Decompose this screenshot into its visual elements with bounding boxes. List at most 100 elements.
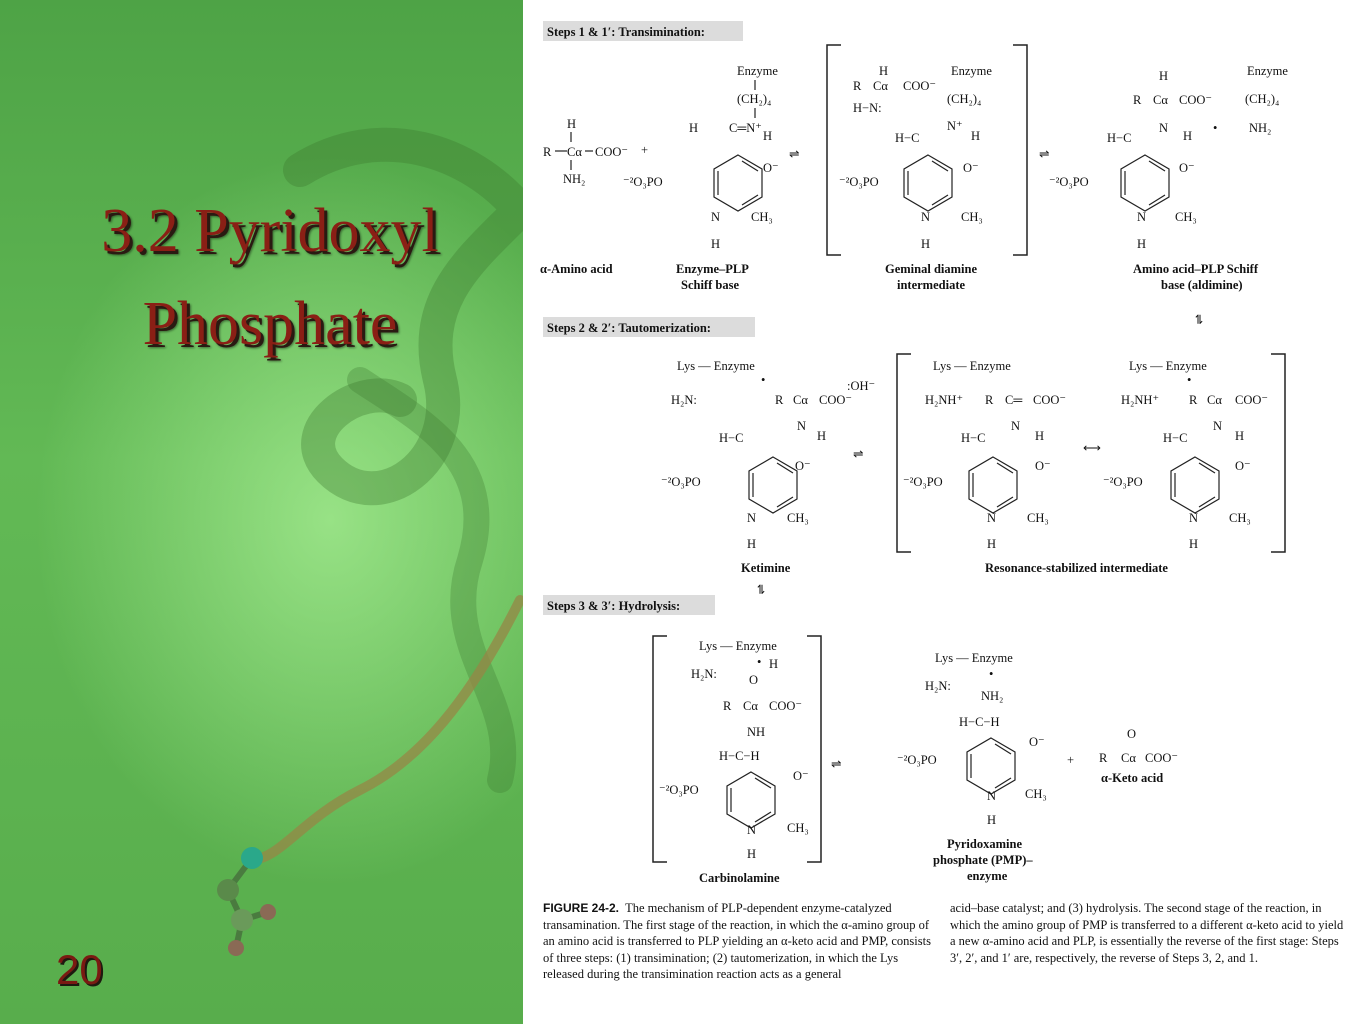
svg-text:C═N⁺: C═N⁺ xyxy=(729,121,762,135)
step-header-bg-2 xyxy=(543,317,755,337)
svg-text:N: N xyxy=(987,789,996,803)
svg-text:⁻²O₃PO: ⁻²O₃PO xyxy=(623,175,663,189)
ketimine-structure: Lys — Enzyme H₂N: • R Cα COO⁻ :OH⁻ N H−C… xyxy=(661,359,875,551)
svg-text:CH₃: CH₃ xyxy=(1025,787,1047,801)
label-ketimine: Ketimine xyxy=(741,561,791,575)
svg-text:H₂N:: H₂N: xyxy=(691,667,717,681)
svg-text:COO⁻: COO⁻ xyxy=(1033,393,1066,407)
svg-text:Cα: Cα xyxy=(743,699,758,713)
svg-text:O: O xyxy=(749,673,758,687)
svg-text:Cα: Cα xyxy=(1207,393,1222,407)
svg-text:(CH₂)₄: (CH₂)₄ xyxy=(737,92,771,106)
svg-text:⁻²O₃PO: ⁻²O₃PO xyxy=(903,475,943,489)
svg-text:H: H xyxy=(689,121,698,135)
equilibrium-arrow: ⇌ xyxy=(789,147,800,161)
transamination-mechanism-scheme: Steps 1 & 1′: Transimination: Steps 2 & … xyxy=(540,21,1288,885)
alpha-keto-acid-structure: O R Cα COO⁻ xyxy=(1099,727,1178,765)
svg-text:NH: NH xyxy=(747,725,765,739)
svg-text:N: N xyxy=(1011,419,1020,433)
svg-text:H: H xyxy=(971,129,980,143)
svg-text:COO⁻: COO⁻ xyxy=(903,79,936,93)
svg-text:Cα: Cα xyxy=(873,79,888,93)
step-header-3: Steps 3 & 3′: Hydrolysis: xyxy=(547,599,680,613)
svg-text:N: N xyxy=(921,210,930,224)
svg-text::OH⁻: :OH⁻ xyxy=(847,379,875,393)
svg-text:O⁻: O⁻ xyxy=(763,161,779,175)
bracket-left xyxy=(826,44,841,256)
carbinolamine-structure: Lys — Enzyme H₂N: • H O R Cα COO⁻ NH H−C… xyxy=(659,639,809,861)
svg-text:H: H xyxy=(769,657,778,671)
svg-text:R: R xyxy=(723,699,732,713)
step-header-bg-1 xyxy=(543,21,743,41)
svg-text:H: H xyxy=(711,237,720,251)
svg-text:CH₃: CH₃ xyxy=(1229,511,1251,525)
figure-panel: Steps 1 & 1′: Transimination: Steps 2 & … xyxy=(523,0,1365,1024)
svg-text:H−C: H−C xyxy=(961,431,985,445)
svg-text:COO⁻: COO⁻ xyxy=(595,145,628,159)
svg-text:COO⁻: COO⁻ xyxy=(819,393,852,407)
resonance-arrow: ⟷ xyxy=(1083,441,1101,455)
slide-number: 20 xyxy=(56,946,103,993)
svg-text:R: R xyxy=(775,393,784,407)
equilibrium-arrow: ⇌ xyxy=(831,757,842,771)
aldimine-structure: H R Cα COO⁻ N H−C H O⁻ ⁻²O₃PO N CH₃ H • … xyxy=(1049,64,1288,251)
svg-text:Cα: Cα xyxy=(1121,751,1136,765)
svg-text:H: H xyxy=(987,537,996,551)
svg-text:N: N xyxy=(1137,210,1146,224)
svg-text:Lys — Enzyme: Lys — Enzyme xyxy=(935,651,1013,665)
figure-label: FIGURE 24-2. xyxy=(543,901,620,915)
svg-text:H−C−H: H−C−H xyxy=(719,749,760,763)
svg-text:R: R xyxy=(543,145,552,159)
label-pmp-1: Pyridoxamine xyxy=(947,837,1022,851)
svg-text:N: N xyxy=(987,511,996,525)
bracket-left-2 xyxy=(896,353,911,553)
equilibrium-arrow-vertical: ⇌ xyxy=(1192,314,1206,325)
svg-text:•: • xyxy=(1213,121,1217,135)
label-carbinolamine: Carbinolamine xyxy=(699,871,780,885)
svg-text:H: H xyxy=(1035,429,1044,443)
svg-text:⁻²O₃PO: ⁻²O₃PO xyxy=(1103,475,1143,489)
svg-text:NH₂: NH₂ xyxy=(981,689,1003,703)
bracket-right xyxy=(1013,44,1028,256)
svg-text:•: • xyxy=(989,667,993,681)
svg-text:Cα: Cα xyxy=(567,145,582,159)
figure-caption-right: acid–base catalyst; and (3) hydrolysis. … xyxy=(950,900,1345,966)
svg-text:H: H xyxy=(1189,537,1198,551)
svg-text:Cα: Cα xyxy=(793,393,808,407)
svg-text:H: H xyxy=(763,129,772,143)
svg-text:N: N xyxy=(1159,121,1168,135)
equilibrium-arrow: ⇌ xyxy=(1039,147,1050,161)
svg-text:C═: C═ xyxy=(1005,393,1022,407)
svg-text:Enzyme: Enzyme xyxy=(737,64,778,78)
svg-text:COO⁻: COO⁻ xyxy=(1179,93,1212,107)
alpha-amino-acid-structure: H R Cα COO⁻ NH₂ xyxy=(543,117,628,186)
svg-text:H: H xyxy=(1137,237,1146,251)
svg-text:H−C: H−C xyxy=(1163,431,1187,445)
svg-text:Lys — Enzyme: Lys — Enzyme xyxy=(699,639,777,653)
svg-text:O⁻: O⁻ xyxy=(1029,735,1045,749)
svg-text:⁻²O₃PO: ⁻²O₃PO xyxy=(897,753,937,767)
svg-text:H−C: H−C xyxy=(895,131,919,145)
svg-text:N: N xyxy=(747,511,756,525)
label-pmp-2: phosphate (PMP)– xyxy=(933,853,1033,867)
bracket-left-3 xyxy=(652,635,667,863)
svg-text:H: H xyxy=(1235,429,1244,443)
svg-text:H−C: H−C xyxy=(1107,131,1131,145)
label-pmp-3: enzyme xyxy=(967,869,1008,883)
step-header-2: Steps 2 & 2′: Tautomerization: xyxy=(547,321,711,335)
label-intermediate: intermediate xyxy=(897,278,965,292)
svg-text:CH₃: CH₃ xyxy=(1027,511,1049,525)
svg-text:CH₃: CH₃ xyxy=(961,210,983,224)
svg-text:H−C: H−C xyxy=(719,431,743,445)
svg-text:N: N xyxy=(1213,419,1222,433)
plus-sign: + xyxy=(1067,753,1074,767)
svg-text:⁻²O₃PO: ⁻²O₃PO xyxy=(1049,175,1089,189)
svg-text:H: H xyxy=(747,537,756,551)
geminal-diamine-structure: H R Cα COO⁻ Enzyme (CH₂)₄ H−N: H−C N⁺ H … xyxy=(839,64,992,251)
svg-text:O⁻: O⁻ xyxy=(795,459,811,473)
svg-text:CH₃: CH₃ xyxy=(787,821,809,835)
label-enzyme-plp: Enzyme–PLP xyxy=(676,262,749,276)
label-geminal-diamine: Geminal diamine xyxy=(885,262,977,276)
svg-text:COO⁻: COO⁻ xyxy=(1235,393,1268,407)
svg-text:COO⁻: COO⁻ xyxy=(1145,751,1178,765)
